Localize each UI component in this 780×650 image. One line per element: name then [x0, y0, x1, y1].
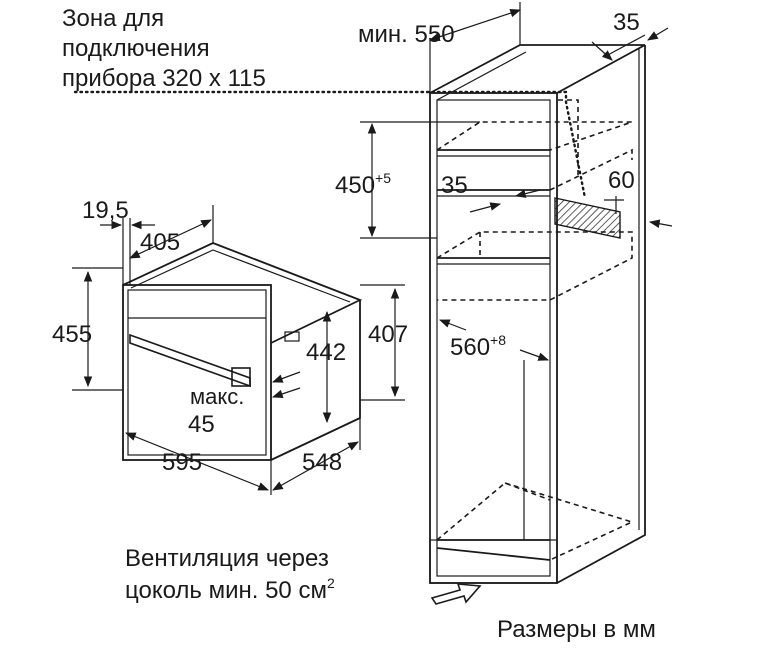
shelf-low-depth	[436, 231, 633, 301]
cabinet-dimensions	[360, 2, 673, 540]
dim-35-inner-right	[514, 189, 541, 198]
label-560-sup: +8	[490, 332, 506, 348]
plinth	[429, 539, 558, 584]
label-vent-line1: Вентиляция через	[125, 545, 329, 572]
label-vent-sup: 2	[327, 575, 335, 591]
dim-548-line	[272, 441, 359, 491]
connection-zone-outline	[558, 99, 579, 178]
label-455: 455	[52, 321, 92, 348]
label-450-value: 450	[335, 172, 375, 199]
label-19-5: 19,5	[82, 197, 129, 224]
oven-side	[270, 300, 361, 461]
dim-45-bottom	[271, 387, 301, 399]
label-450-sup: +5	[375, 170, 391, 186]
label-442: 442	[306, 339, 346, 366]
dim-560-left	[438, 319, 467, 331]
label-405: 405	[140, 229, 180, 256]
label-vent-text: цоколь мин. 50 см	[125, 577, 327, 604]
dim-560-right	[519, 349, 550, 361]
oven-dimensions	[72, 205, 405, 495]
cabinet-top-inner	[436, 51, 527, 101]
dim-595-line	[124, 432, 270, 491]
bottom-shelf-depth	[436, 482, 635, 561]
oven-top	[122, 242, 363, 344]
dim-45-top	[271, 371, 301, 383]
label-units: Размеры в мм	[497, 616, 656, 643]
label-vent-line2: цоколь мин. 50 см2	[125, 575, 335, 604]
dim-405-line	[129, 219, 212, 259]
label-zone-line1: Зона для	[62, 5, 164, 32]
label-450: 450+5	[335, 170, 391, 199]
label-min-550: мин. 550	[358, 21, 455, 48]
dim-35-inner-left	[469, 202, 502, 213]
label-548: 548	[302, 449, 342, 476]
label-560-value: 560	[450, 334, 490, 361]
cabinet-top-face	[429, 44, 646, 94]
oven-handle-grip	[231, 367, 251, 387]
dim-35-top-line2	[647, 27, 669, 41]
label-35-inner: 35	[441, 172, 468, 199]
plinth-vent	[436, 547, 551, 561]
oven-connector	[284, 331, 300, 342]
dim-35-top-line1	[591, 41, 613, 61]
label-35-top: 35	[613, 9, 640, 36]
label-560: 560+8	[450, 332, 506, 361]
dim-550-line	[428, 8, 522, 42]
zone-dotted-line	[73, 90, 587, 200]
label-maks: макс.	[190, 384, 244, 409]
label-407: 407	[368, 321, 408, 348]
label-60: 60	[608, 167, 635, 194]
label-45: 45	[188, 411, 215, 438]
shelf-upper-depth	[436, 121, 633, 151]
dim-side-arrow	[648, 219, 673, 228]
vent-arrow-icon	[430, 583, 482, 605]
shelf-mid-depth	[549, 148, 633, 191]
connection-box	[554, 197, 621, 239]
cabinet-front-inner	[436, 99, 551, 577]
cabinet-right-side	[556, 45, 646, 584]
label-zone-line2: подключения	[62, 35, 210, 62]
label-zone-line3: прибора 320 x 115	[62, 65, 266, 92]
label-595: 595	[162, 449, 202, 476]
cabinet	[429, 44, 646, 605]
